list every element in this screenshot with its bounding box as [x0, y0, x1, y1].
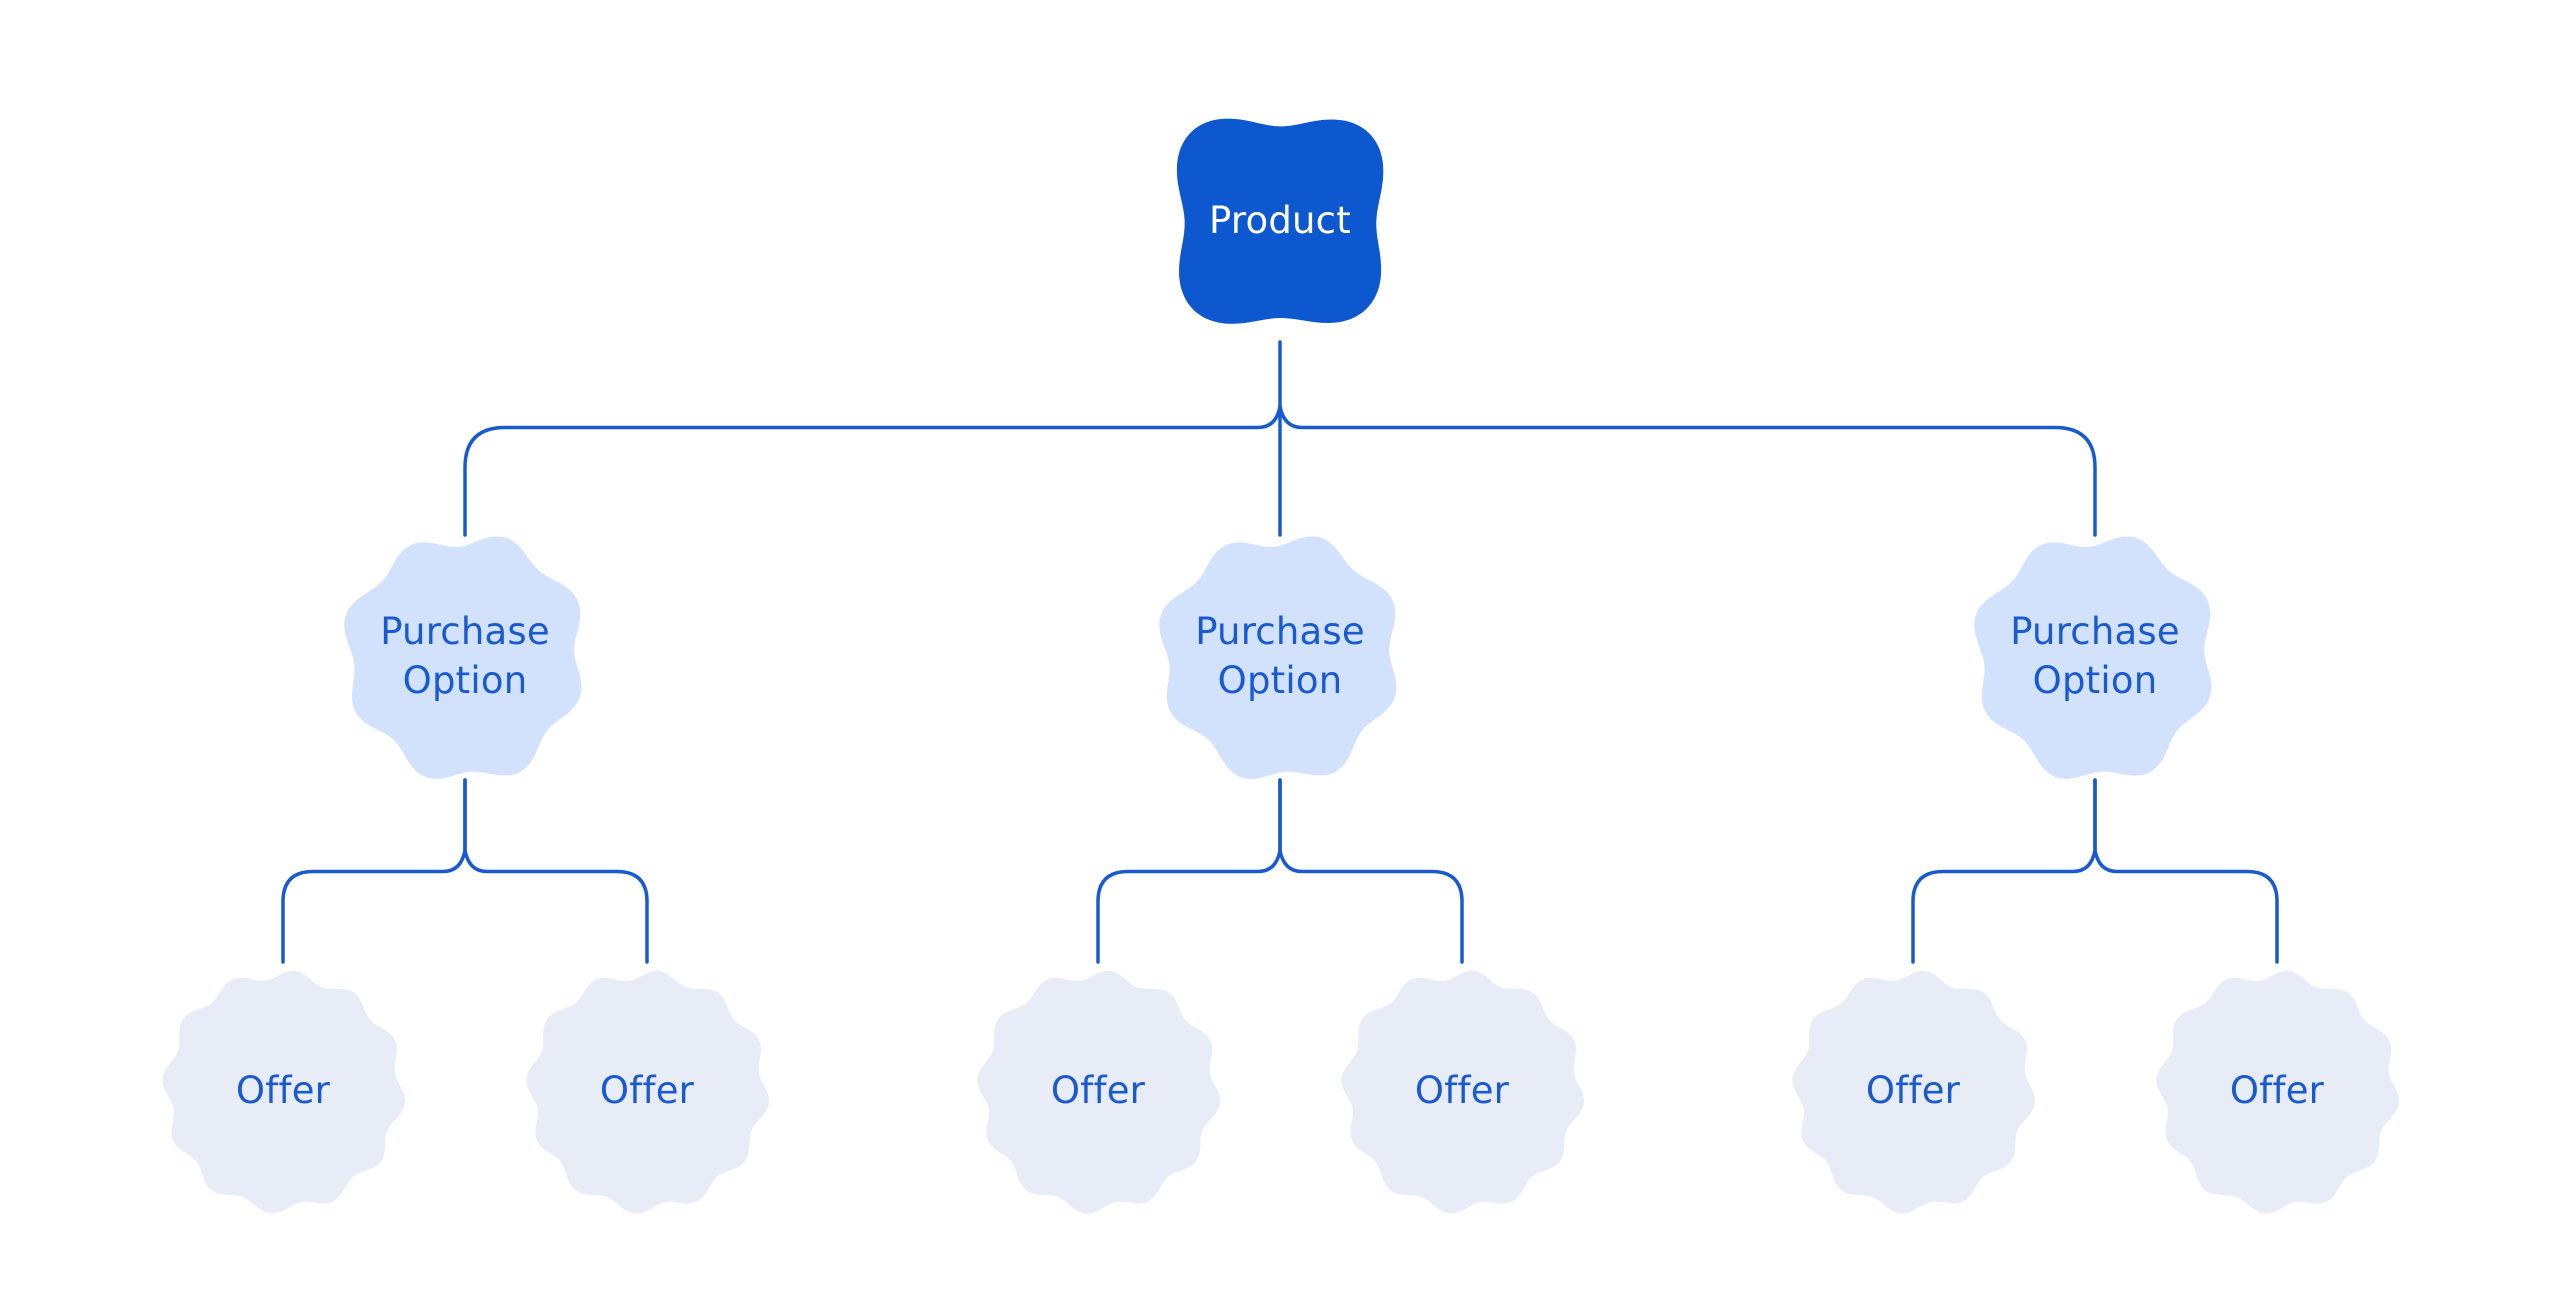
offer-label-2: Offer: [599, 1068, 695, 1112]
purchase-option-label-2: Purchase Option: [1195, 610, 1365, 702]
offer-label-5: Offer: [1865, 1068, 1961, 1112]
offer-label-3: Offer: [1050, 1068, 1146, 1112]
offer-node-2: Offer: [509, 953, 785, 1229]
offer-label-1: Offer: [235, 1068, 331, 1112]
purchase-option-label-1: Purchase Option: [380, 610, 550, 702]
offer-label-6: Offer: [2229, 1068, 2325, 1112]
purchase-option-node-3: Purchase Option: [1957, 516, 2233, 798]
purchase-option-node-2: Purchase Option: [1142, 516, 1418, 798]
offer-node-1: Offer: [145, 953, 421, 1229]
offer-node-3: Offer: [960, 953, 1236, 1229]
offer-node-5: Offer: [1775, 953, 2051, 1229]
product-node-label: Product: [1209, 198, 1351, 242]
offer-label-4: Offer: [1414, 1068, 1510, 1112]
purchase-option-label-3: Purchase Option: [2010, 610, 2180, 702]
offer-node-4: Offer: [1324, 953, 1600, 1229]
offer-node-6: Offer: [2139, 953, 2415, 1229]
purchase-option-node-1: Purchase Option: [327, 516, 603, 798]
product-node: Product: [1150, 91, 1410, 351]
